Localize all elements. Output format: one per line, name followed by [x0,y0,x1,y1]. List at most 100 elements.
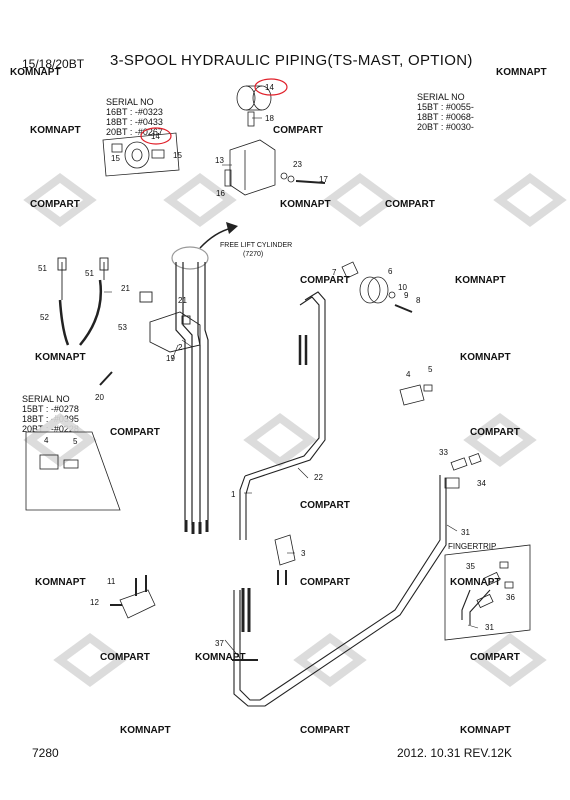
left-hoses [57,257,201,386]
watermark-brand: KOMNAPT [280,199,331,210]
serial-heading: SERIAL NO [106,97,154,107]
callout-21: 21 [121,284,130,293]
callout-5: 5 [73,437,78,446]
callout-18: 18 [265,114,274,123]
watermark-brand: COMPART [300,725,350,736]
watermark-brand: KOMNAPT [120,725,171,736]
watermark-layer [23,173,567,687]
callout-53: 53 [118,323,127,332]
watermark-text: KOMNAPT KOMNAPT KOMNAPT COMPART COMPART … [10,67,547,736]
callout-15: 15 [173,151,182,160]
callout-2: 2 [178,343,183,352]
watermark-brand: COMPART [470,427,520,438]
callout-37: 37 [215,639,224,648]
callout-7: 7 [332,268,337,277]
serial-line: 16BT : -#0323 [106,107,163,117]
watermark-brand: COMPART [110,427,160,438]
highlight-oval [140,127,172,145]
roller-bore [131,148,143,162]
callout-9: 9 [404,291,409,300]
serial-line: 18BT : -#0395 [22,414,79,424]
callout-1: 1 [231,490,236,499]
serial-line: 18BT : -#0433 [106,117,163,127]
watermark-brand: COMPART [470,652,520,663]
lower-hoses [233,475,491,707]
serial-line: 20BT : -#0267 [106,127,163,137]
watermark-brand: KOMNAPT [450,577,501,588]
serial-line: 15BT : -#0278 [22,404,79,414]
mast-hoses [171,246,209,534]
callout-4: 4 [406,370,411,379]
watermark-brand: KOMNAPT [35,352,86,363]
callout-22: 22 [314,473,323,482]
callout-14: 14 [151,132,160,141]
mount-plate [229,139,276,196]
callout-15: 15 [111,154,120,163]
callout-21: 21 [178,296,187,305]
serial-block-top-right: SERIAL NO 15BT : #0055- 18BT : #0068- 20… [417,92,474,132]
bushing-left [111,143,123,153]
watermark-brand: KOMNAPT [496,67,547,78]
watermark-brand: COMPART [300,577,350,588]
watermark-brand: COMPART [273,125,323,136]
highlight-oval [254,78,288,96]
watermark-brand: COMPART [385,199,435,210]
detail-box-outline [102,132,180,177]
watermark-brand: KOMNAPT [35,577,86,588]
callout-33: 33 [439,448,448,457]
roller-assembly-right [341,261,413,313]
serial-heading: SERIAL NO [22,394,70,404]
watermark-brand: COMPART [30,199,80,210]
revision-date: 2012. 10.31 REV.12K [397,746,512,760]
serial-line: 20BT : #0030- [417,122,474,132]
callout-19: 19 [166,354,175,363]
annotation-fingertrip: FINGERTRIP [448,542,496,551]
callout-34: 34 [477,479,486,488]
callout-12: 12 [90,598,99,607]
watermark-brand: COMPART [300,500,350,511]
page-title: 3-SPOOL HYDRAULIC PIPING(TS-MAST, OPTION… [110,52,473,69]
callout-16: 16 [216,189,225,198]
callout-4: 4 [44,436,49,445]
washer [287,175,295,183]
callout-14: 14 [265,83,274,92]
serial-line: 18BT : #0068- [417,112,474,122]
bolt [247,111,255,127]
watermark-brand: KOMNAPT [10,67,61,78]
model-label: 15/18/20BT [22,57,85,71]
callout-6: 6 [388,267,393,276]
callout-10: 10 [398,283,407,292]
callout-36: 36 [506,593,515,602]
watermark-brand: KOMNAPT [460,352,511,363]
callout-52: 52 [40,313,49,322]
watermark-brand: KOMNAPT [460,725,511,736]
detail-box-roller [102,132,180,177]
annotation-free-lift-ref: (7270) [243,251,263,258]
fittings-3-11-12 [110,534,296,661]
callout-5: 5 [428,365,433,374]
callout-3: 3 [301,549,306,558]
callout-20: 20 [95,393,104,402]
pin [224,169,232,187]
callout-31: 31 [461,528,470,537]
watermark-brand: COMPART [100,652,150,663]
watermark-brand: KOMNAPT [195,652,246,663]
page-code: 7280 [32,746,59,760]
callout-35: 35 [466,562,475,571]
serial-block-top-left: SERIAL NO 16BT : -#0323 18BT : -#0433 20… [106,97,163,137]
callout-51: 51 [38,264,47,273]
serial-heading: SERIAL NO [417,92,465,102]
serial-line: 15BT : #0055- [417,102,474,112]
arrow-head [226,222,238,234]
bushing-right [151,149,165,159]
callout-31: 31 [485,623,494,632]
callout-13: 13 [215,156,224,165]
roller-part [124,141,150,169]
callout-51: 51 [85,269,94,278]
inner-hoses [239,291,326,540]
bracket-4-5 [25,384,433,511]
bolt [295,180,326,184]
watermark-brand: KOMNAPT [30,125,81,136]
bracket-assembly [224,85,326,196]
